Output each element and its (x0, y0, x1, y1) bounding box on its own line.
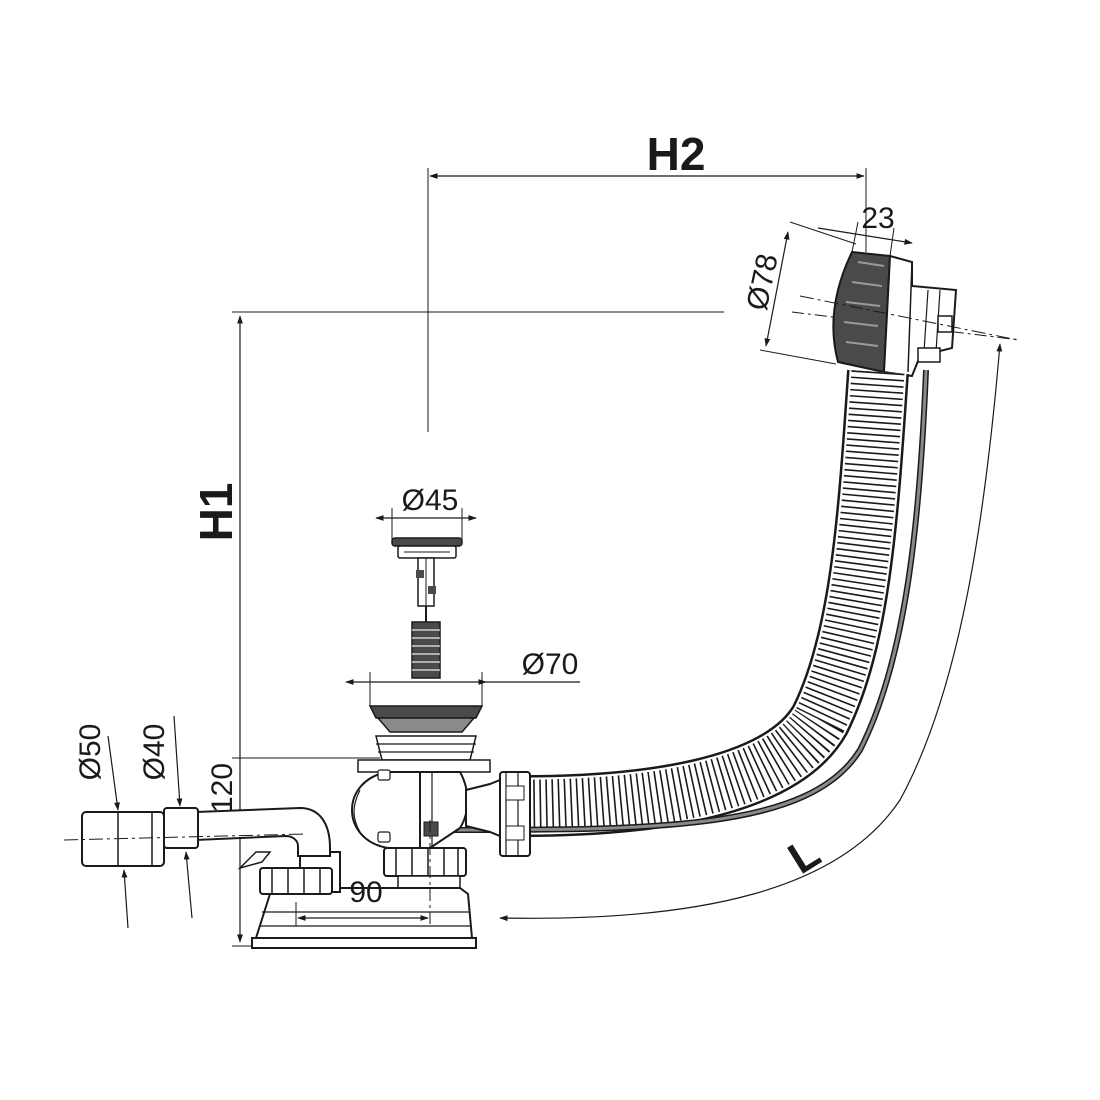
w90-dimension: 90 (295, 820, 431, 926)
plug-assembly: Ø45 (375, 484, 477, 679)
h1-label: H1 (190, 483, 242, 542)
h2-dimension: H2 (427, 128, 867, 432)
overflow-hose (439, 369, 929, 838)
d70-label: Ø70 (522, 648, 579, 681)
trap-body (63, 759, 531, 949)
w90-label: 90 (349, 876, 382, 909)
overflow-head: Ø78 23 (741, 202, 1019, 378)
strainer: Ø70 (345, 648, 580, 761)
d78-label: Ø78 (741, 251, 785, 313)
d45-label: Ø45 (402, 484, 459, 517)
w23-label: 23 (861, 202, 894, 235)
d50-label: Ø50 (74, 724, 107, 781)
d40-label: Ø40 (138, 724, 171, 781)
outlet-diameter-dimensions: Ø50 Ø40 (74, 715, 193, 929)
h2-label: H2 (647, 128, 706, 180)
h120-label: 120 (206, 763, 239, 813)
l-label: L (780, 828, 829, 884)
h120-dimension: 120 (206, 757, 380, 813)
